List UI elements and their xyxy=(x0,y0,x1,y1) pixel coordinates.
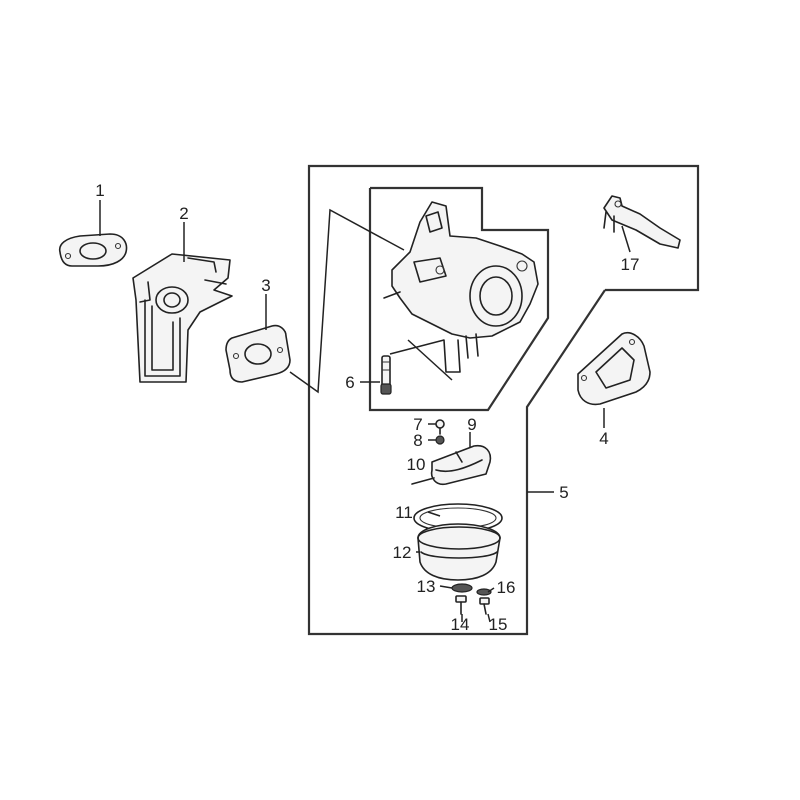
callout-3: 3 xyxy=(261,276,270,295)
callout-6: 6 xyxy=(345,373,354,392)
part-14-bowl-bolt xyxy=(455,595,467,615)
callout-1: 1 xyxy=(95,181,104,200)
carburetor-body xyxy=(383,201,539,373)
callout-17: 17 xyxy=(621,255,640,274)
part-4-gasket xyxy=(577,331,651,406)
part-8-washer xyxy=(435,435,445,445)
callout-labels: 1 2 3 4 5 6 7 8 9 10 11 12 13 14 15 16 1… xyxy=(95,181,639,634)
part-3-gasket xyxy=(225,324,291,383)
callout-15: 15 xyxy=(489,615,508,634)
assembly-frame xyxy=(307,164,700,636)
part-1-gasket xyxy=(58,233,128,267)
callout-2: 2 xyxy=(179,204,188,223)
callout-11: 11 xyxy=(395,503,413,522)
callout-14: 14 xyxy=(451,615,470,634)
part-17-choke-lever xyxy=(603,195,681,249)
callout-4: 4 xyxy=(599,429,608,448)
callout-13: 13 xyxy=(417,577,436,596)
callout-5: 5 xyxy=(559,483,568,502)
part-6-jet-nozzle xyxy=(380,355,392,395)
part-12-float-bowl xyxy=(417,523,501,581)
callout-7: 7 xyxy=(413,415,422,434)
part-13-washer xyxy=(451,583,473,593)
callout-12: 12 xyxy=(393,543,412,562)
callout-16: 16 xyxy=(497,578,516,597)
leader-lines xyxy=(99,200,631,623)
carburetor-body-frame xyxy=(368,186,550,412)
part-7-screw xyxy=(435,419,445,435)
part-15-drain-screw xyxy=(479,597,490,615)
part-9-float xyxy=(430,444,492,486)
callout-8: 8 xyxy=(413,431,422,450)
callout-9: 9 xyxy=(467,415,476,434)
callout-10: 10 xyxy=(407,455,426,474)
part-16-washer xyxy=(476,588,492,596)
part-2-insulator-bracket xyxy=(132,253,233,383)
part-10-float-pin xyxy=(411,477,435,485)
